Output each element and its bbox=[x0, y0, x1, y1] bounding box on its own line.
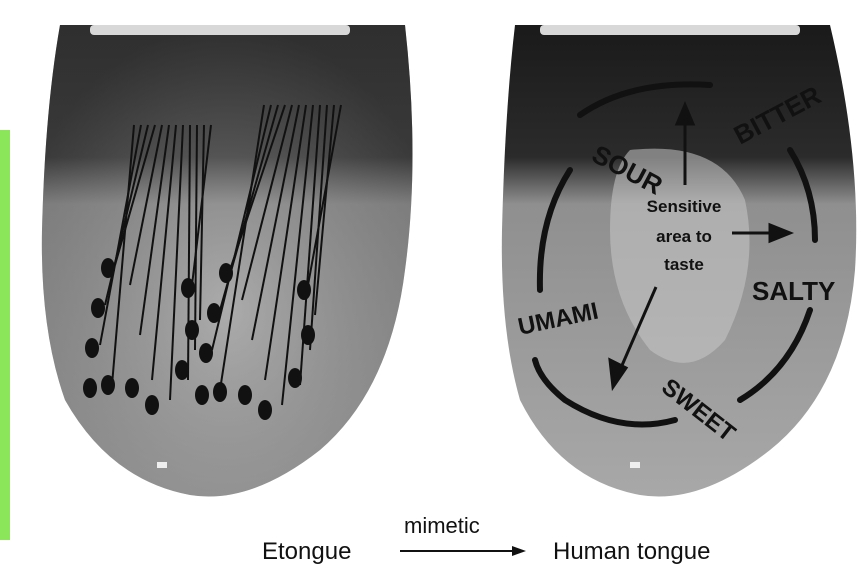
caption-human-tongue: Human tongue bbox=[553, 540, 710, 564]
mimetic-arrow bbox=[398, 545, 528, 557]
tip-mark bbox=[157, 462, 167, 468]
caption-mimetic-label: mimetic bbox=[404, 515, 480, 537]
svg-text:Sensitive: Sensitive bbox=[647, 197, 722, 216]
etongue-panel bbox=[20, 0, 420, 510]
teeth bbox=[90, 25, 350, 35]
caption-etongue: Etongue bbox=[262, 540, 351, 564]
teeth bbox=[540, 25, 800, 35]
human-tongue-image: SOUR BITTER SALTY UMAMI SWEET Sensitive … bbox=[470, 0, 861, 510]
svg-text:area to: area to bbox=[656, 227, 712, 246]
etongue-image bbox=[20, 0, 420, 510]
taste-label-salty: SALTY bbox=[752, 276, 835, 306]
tip-mark bbox=[630, 462, 640, 468]
svg-text:taste: taste bbox=[664, 255, 704, 274]
accent-bar bbox=[0, 130, 10, 540]
human-tongue-panel: SOUR BITTER SALTY UMAMI SWEET Sensitive … bbox=[470, 0, 861, 510]
